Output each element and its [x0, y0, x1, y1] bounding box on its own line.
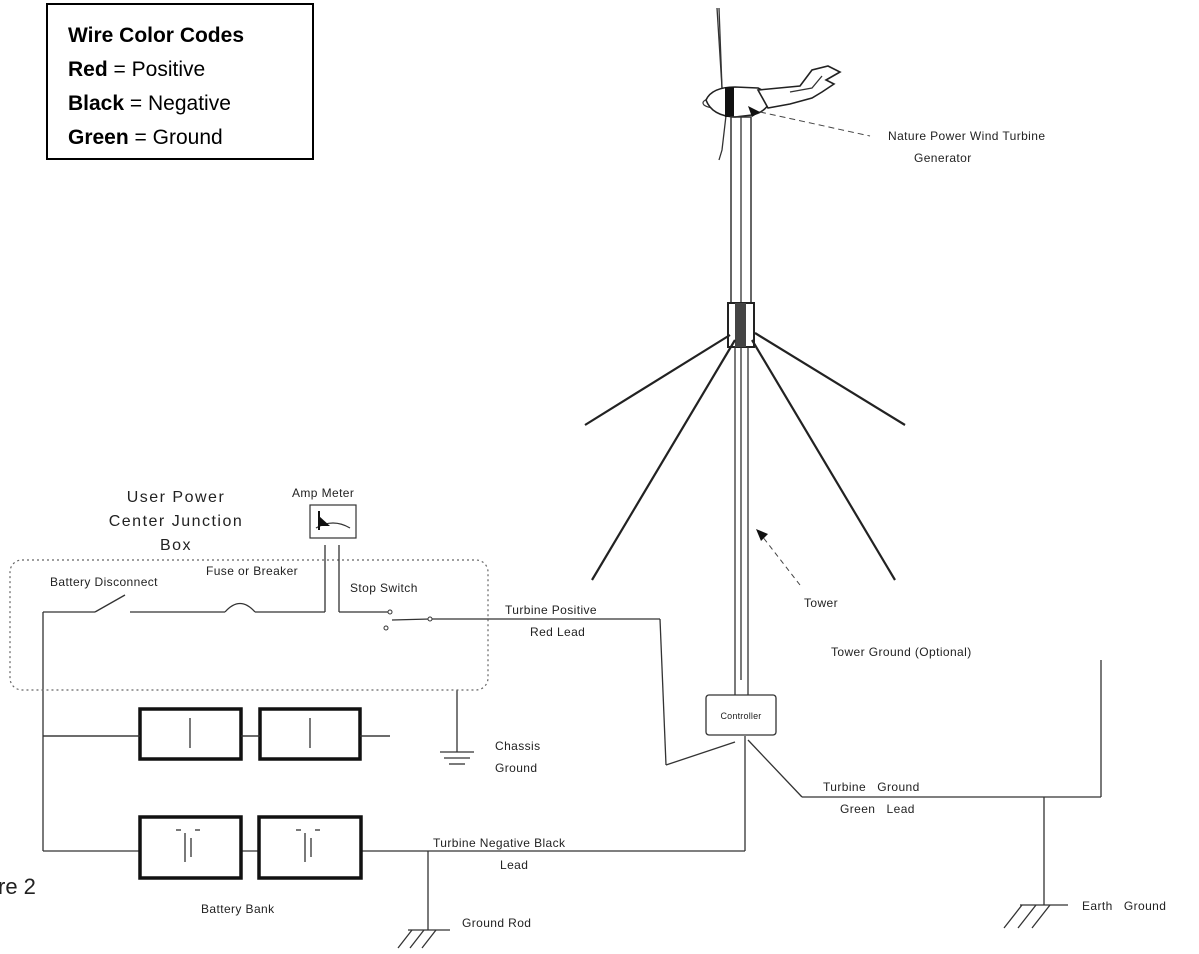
- turbine-ground-wire: [747, 739, 803, 798]
- fuse-symbol: [224, 602, 256, 613]
- guy-wire-2: [591, 339, 736, 581]
- ground-rod-label: Ground Rod: [462, 916, 531, 930]
- turbine-hub-band: [725, 87, 734, 117]
- turbine-arrow-head: [748, 106, 760, 117]
- junction-box-label-line2: Center Junction: [109, 513, 244, 530]
- junction-box: [9, 545, 489, 691]
- legend-meaning-green: = Ground: [134, 126, 223, 149]
- legend-row-red: Red = Positive: [68, 53, 312, 87]
- turbine-label-line2: Generator: [914, 151, 972, 165]
- earth-ground-symbol: [1003, 904, 1068, 929]
- amp-meter-label: Amp Meter: [292, 486, 354, 500]
- battery-disconnect-switch: [94, 594, 126, 613]
- chassis-ground-label-line2: Ground: [495, 761, 537, 775]
- amp-meter: [309, 504, 357, 539]
- battery-bank-label: Battery Bank: [201, 902, 275, 916]
- tower-arrow-head: [756, 529, 768, 541]
- controller-box: [705, 694, 777, 736]
- battery-bank: [43, 707, 390, 880]
- amp-meter-needle: [319, 516, 330, 526]
- tower-label: Tower: [804, 596, 838, 610]
- legend-row-black: Black = Negative: [68, 87, 312, 121]
- turbine-blade-bottom: [718, 106, 728, 161]
- earth-ground-label: Earth Ground: [1082, 899, 1166, 913]
- stop-switch-lever: [391, 618, 431, 621]
- ground-rod-symbol: [397, 929, 450, 949]
- legend-meaning-red: = Positive: [113, 58, 206, 81]
- junction-box-outline: [9, 559, 489, 691]
- legend-title: Wire Color Codes: [68, 24, 244, 47]
- fuse-breaker-label: Fuse or Breaker: [206, 564, 298, 578]
- chassis-ground-label-line1: Chassis: [495, 739, 540, 753]
- legend-meaning-black: = Negative: [129, 92, 231, 115]
- turbine-ground-label-line2: Green Lead: [840, 802, 915, 816]
- wires: [42, 611, 1102, 930]
- legend-color-black: Black: [68, 92, 125, 115]
- turbine-ground-label-line1: Turbine Ground: [823, 780, 920, 794]
- turbine-tail-vane: [756, 65, 842, 109]
- junction-box-label-line3: Box: [160, 537, 192, 554]
- guy-wire-4: [754, 332, 906, 426]
- turbine-negative-label-line1: Turbine Negative Black: [433, 836, 566, 850]
- wire-color-legend: Wire Color Codes Red = Positive Black = …: [46, 3, 314, 160]
- turbine-positive-label-line2: Red Lead: [530, 625, 585, 639]
- tower-leader-line: [761, 535, 801, 586]
- legend-color-green: Green: [68, 126, 129, 149]
- tower-ground-label: Tower Ground (Optional): [831, 645, 972, 659]
- turbine-label-line1: Nature Power Wind Turbine: [888, 129, 1045, 143]
- tower: [584, 116, 906, 695]
- battery-4: [257, 815, 363, 880]
- turbine-negative-label-line2: Lead: [500, 858, 528, 872]
- legend-color-red: Red: [68, 58, 108, 81]
- stop-switch-contact-top: [387, 609, 393, 615]
- stop-switch-contact-bottom: [383, 625, 389, 631]
- figure-caption-partial: re 2: [0, 874, 36, 899]
- chassis-ground-symbol: [440, 751, 474, 765]
- wind-turbine: [702, 7, 871, 161]
- amp-meter-box: [309, 504, 357, 539]
- guy-wire-1: [584, 334, 731, 426]
- battery-disconnect-label: Battery Disconnect: [50, 575, 158, 589]
- junction-box-label-line1: User Power: [127, 489, 226, 506]
- turbine-leader-line: [759, 111, 871, 137]
- turbine-positive-label-line1: Turbine Positive: [505, 603, 597, 617]
- stop-switch-label: Stop Switch: [350, 581, 418, 595]
- controller: Controller: [705, 694, 777, 736]
- guy-wire-3: [751, 339, 896, 581]
- controller-label: Controller: [720, 711, 761, 721]
- legend-row-green: Green = Ground: [68, 121, 312, 155]
